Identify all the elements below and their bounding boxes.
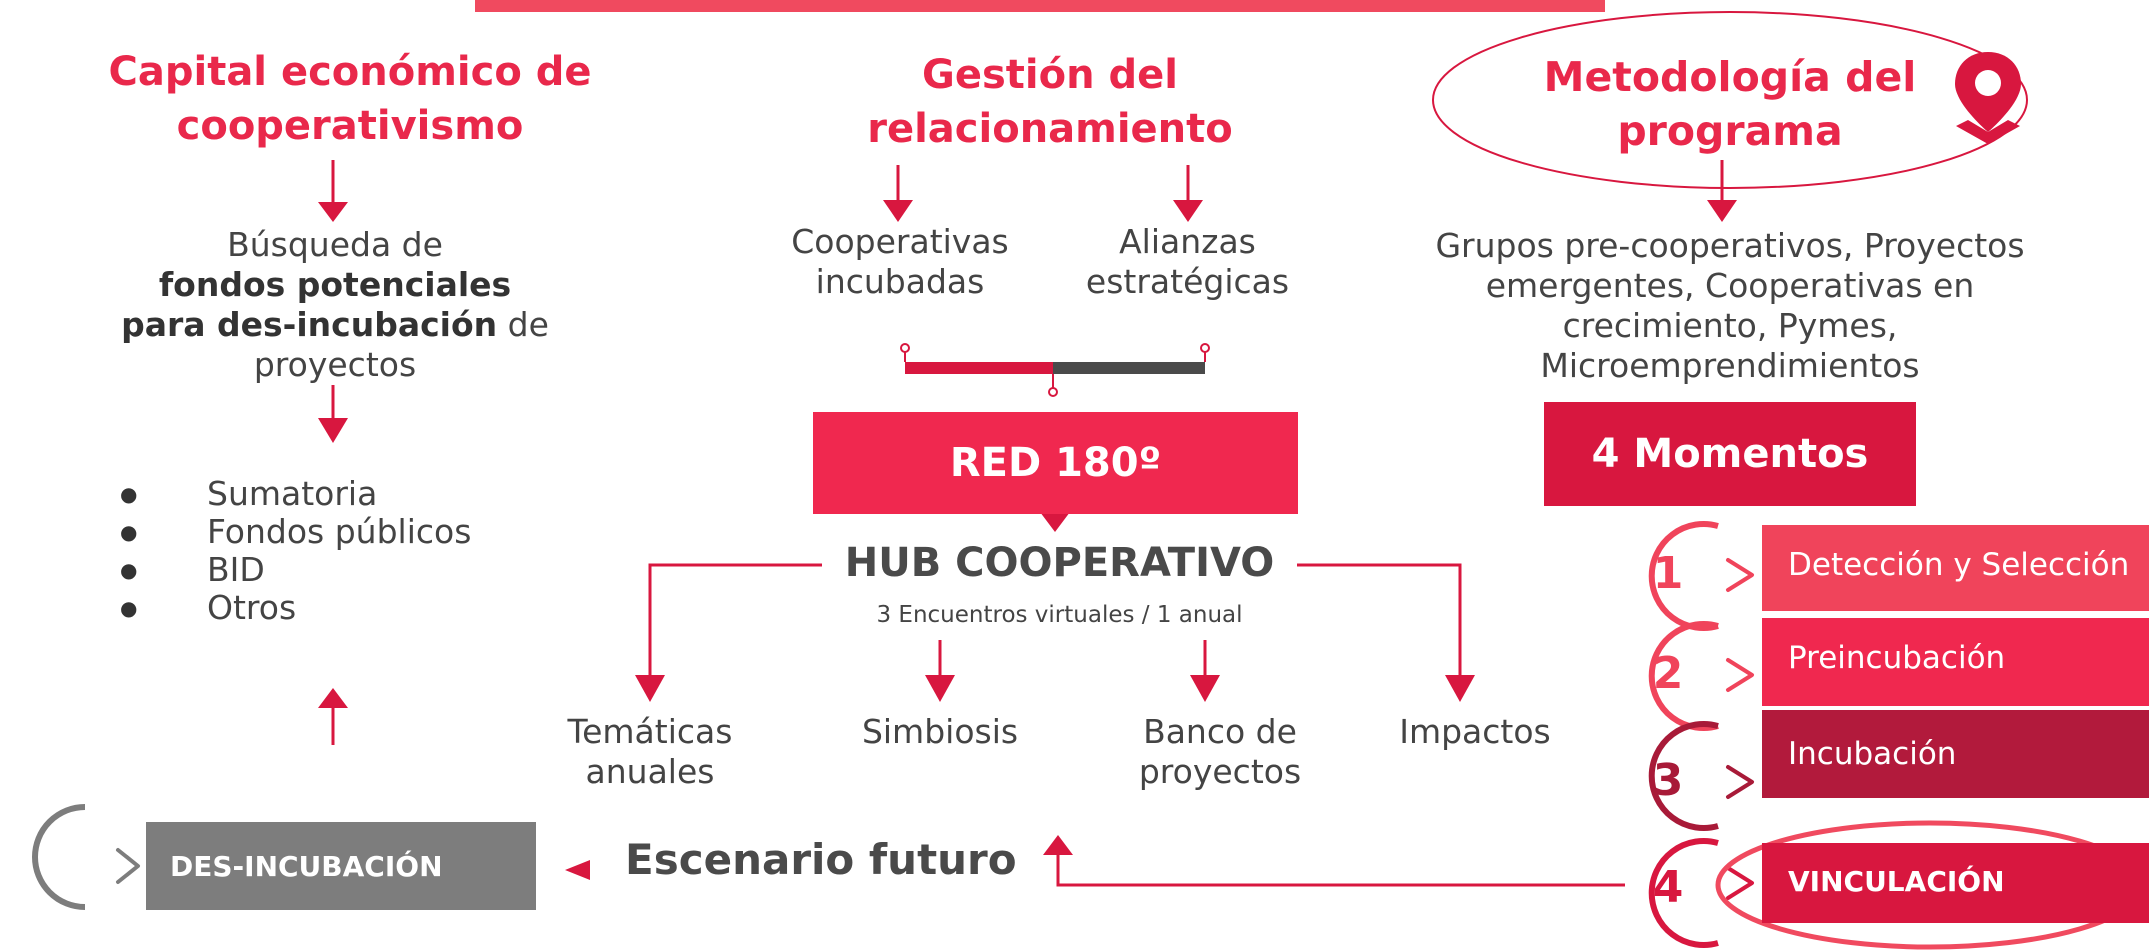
list-item: Fondos públicos	[120, 513, 471, 552]
search-bold-text: fondos potenciales para des-incubación	[121, 265, 512, 344]
col-cooperativas-incubadas: Cooperativas incubadas	[791, 222, 1009, 301]
right-title: Metodología del programa	[1543, 53, 1917, 155]
escenario-futuro: Escenario futuro	[625, 835, 1017, 884]
funding-bullet-list: Sumatoria Fondos públicos BID Otros	[120, 475, 471, 628]
top-bar	[475, 0, 1605, 12]
step-2-number: 2	[1652, 648, 1684, 699]
step-3-number: 3	[1652, 755, 1684, 806]
step-preincubacion[interactable]: Preincubación	[1762, 618, 2149, 706]
list-item: Sumatoria	[120, 475, 471, 514]
program-groups: Grupos pre-cooperativos, Proyectos emerg…	[1435, 226, 2025, 385]
output-tematicas: Temáticas anuales	[567, 712, 733, 791]
des-incubacion-box: DES-INCUBACIÓN	[146, 822, 536, 910]
red-180-box: RED 180º	[813, 412, 1298, 514]
hub-title: HUB COOPERATIVO	[844, 540, 1275, 586]
output-banco-proyectos: Banco de proyectos	[1138, 712, 1302, 791]
list-item: Otros	[120, 589, 471, 628]
search-text-2: de proyectos	[253, 305, 549, 384]
step-5-number: 5	[42, 833, 74, 884]
search-text-1: Búsqueda de	[227, 225, 443, 264]
location-pin-icon	[1955, 52, 2021, 144]
step-incubacion[interactable]: Incubación	[1762, 710, 2149, 798]
col-alianzas-estrategicas: Alianzas estratégicas	[1085, 222, 1290, 301]
left-title: Capital económico de cooperativismo	[108, 49, 592, 149]
step-4-number: 4	[1652, 862, 1684, 913]
output-simbiosis: Simbiosis	[861, 712, 1019, 751]
list-item: BID	[120, 551, 471, 590]
step-1-number: 1	[1652, 548, 1684, 599]
hub-subtitle: 3 Encuentros virtuales / 1 anual	[876, 602, 1243, 628]
output-impactos: Impactos	[1399, 712, 1551, 751]
momentos-box: 4 Momentos	[1544, 402, 1916, 506]
step-vinculacion[interactable]: VINCULACIÓN	[1762, 843, 2149, 923]
left-search-text: Búsqueda de fondos potenciales para des-…	[115, 225, 555, 385]
center-title: Gestión del relacionamiento	[867, 52, 1233, 152]
step-detection-selection[interactable]: Detección y Selección	[1762, 525, 2149, 611]
